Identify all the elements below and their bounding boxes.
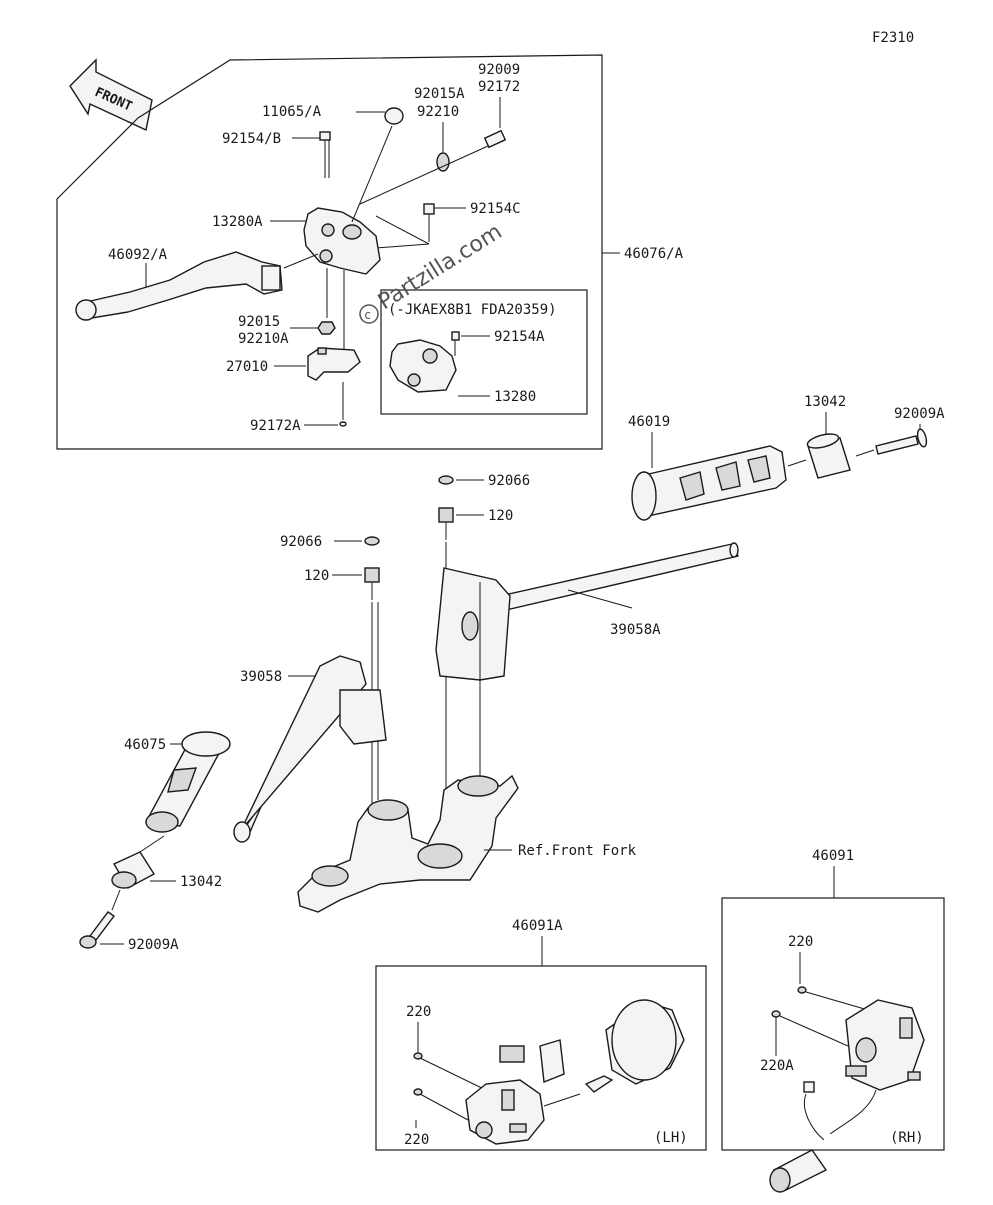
label-92009: 92009 <box>478 62 520 78</box>
label-39058A: 39058A <box>610 622 661 638</box>
washer-92066-top-icon <box>438 475 454 485</box>
screw-92009A-bottom-icon <box>79 911 116 949</box>
label-220-rh: 220 <box>788 934 813 950</box>
clamp-13280A-icon <box>303 207 381 275</box>
bolt-92154B-icon <box>319 131 331 178</box>
label-92154B: 92154/B <box>222 131 281 147</box>
label-ref-front-fork: Ref.Front Fork <box>518 843 637 859</box>
label-13042-top: 13042 <box>804 394 846 410</box>
label-220-lh-top: 220 <box>406 1004 431 1020</box>
label-92172: 92172 <box>478 79 520 95</box>
washer-92015A-icon <box>436 152 450 172</box>
label-13280A: 13280A <box>212 214 263 230</box>
switch-27010-icon <box>307 347 361 381</box>
nut-92015-icon <box>317 321 336 335</box>
label-46091: 46091 <box>812 848 854 864</box>
label-46091A: 46091A <box>512 918 563 934</box>
watermark-text: Partzilla.com <box>374 219 507 315</box>
handlebar-39058A-icon <box>435 542 740 681</box>
grip-46019-icon <box>631 445 787 521</box>
label-92009A-top: 92009A <box>894 406 945 422</box>
label-220-lh-bottom: 220 <box>404 1132 429 1148</box>
label-13042-bottom: 13042 <box>180 874 222 890</box>
screw-92009A-top-icon <box>875 428 928 455</box>
bolt-92154A-icon <box>451 331 460 356</box>
rh-switch-box <box>721 897 945 1151</box>
label-46076A: 46076/A <box>624 246 684 262</box>
label-92154C: 92154C <box>470 201 521 217</box>
screw-92009-icon <box>483 129 507 149</box>
label-46092A: 46092/A <box>108 247 168 263</box>
label-46019: 46019 <box>628 414 670 430</box>
label-92066-top: 92066 <box>488 473 530 489</box>
label-27010: 27010 <box>226 359 268 375</box>
subassembly-note: (-JKAEX8B1 FDA20359) <box>388 302 557 318</box>
bolt-120-left-icon <box>364 567 380 600</box>
label-120-top: 120 <box>488 508 513 524</box>
label-rh: (RH) <box>890 1130 924 1146</box>
weight-13042-top-icon <box>806 433 851 479</box>
screw-92172A-icon <box>339 382 347 427</box>
front-arrow-icon: FRONT <box>69 58 153 132</box>
label-11065A: 11065/A <box>262 104 322 120</box>
clamp-13280-icon <box>389 339 457 393</box>
bolt-120-top-icon <box>438 507 454 540</box>
screw-220-lh-bottom-icon <box>413 1088 469 1121</box>
label-92066-left: 92066 <box>280 534 322 550</box>
label-92015: 92015 <box>238 314 280 330</box>
label-92009A-bottom: 92009A <box>128 937 179 953</box>
lh-switch-box <box>375 965 707 1151</box>
label-92210: 92210 <box>417 104 459 120</box>
label-92210A: 92210A <box>238 331 289 347</box>
grip-46075-icon <box>144 731 231 833</box>
label-92154A: 92154A <box>494 329 545 345</box>
watermark-c: c <box>364 308 371 322</box>
fork-bracket-icon <box>297 774 519 913</box>
screw-220-rh-icon <box>797 986 869 1011</box>
cap-11065A-icon <box>384 107 404 125</box>
diagram-code: F2310 <box>872 30 914 46</box>
bolt-92154C-icon <box>423 203 435 242</box>
label-92015A: 92015A <box>414 86 465 102</box>
weight-13042-bottom-icon <box>111 851 155 889</box>
label-220A: 220A <box>760 1058 794 1074</box>
screw-220-lh-top-icon <box>413 1052 491 1093</box>
washer-92066-left-icon <box>364 536 380 546</box>
label-39058: 39058 <box>240 669 282 685</box>
screw-220A-icon <box>771 1010 849 1047</box>
subassembly-box <box>380 289 588 415</box>
label-13280: 13280 <box>494 389 536 405</box>
switch-rh-icon <box>769 999 925 1193</box>
label-120-left: 120 <box>304 568 329 584</box>
handlebar-39058-icon <box>233 655 387 843</box>
switch-lh-icon <box>465 999 685 1145</box>
label-lh: (LH) <box>654 1130 688 1146</box>
label-92172A: 92172A <box>250 418 301 434</box>
lever-assembly-box <box>56 54 603 450</box>
label-46075: 46075 <box>124 737 166 753</box>
lever-46092A-icon <box>75 251 283 321</box>
